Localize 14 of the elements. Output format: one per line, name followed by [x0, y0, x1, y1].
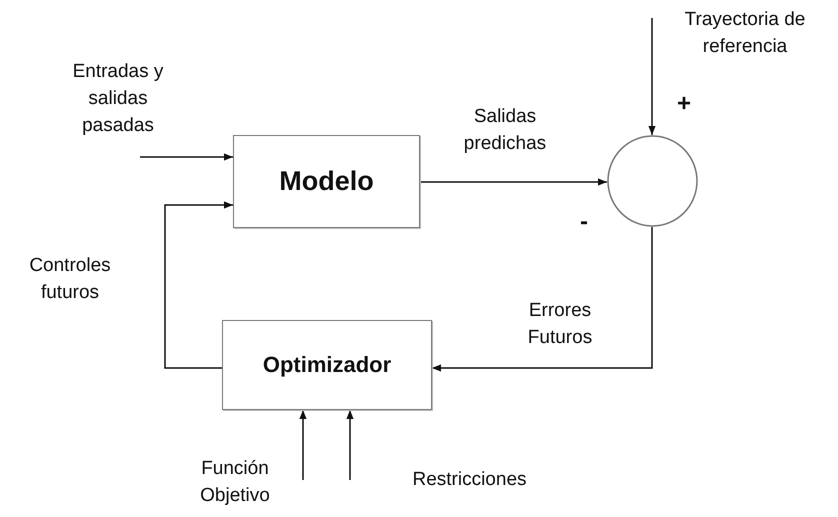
process-box — [233, 135, 420, 228]
arrow — [432, 227, 653, 372]
arrow — [164, 201, 233, 369]
box-title: Optimizador — [262, 352, 392, 378]
arrow — [299, 410, 307, 480]
sign-label: + — [677, 92, 692, 116]
arrow — [346, 410, 354, 480]
process-box — [222, 320, 432, 410]
summing-junction-circle — [607, 135, 698, 227]
sign-label: - — [580, 210, 588, 234]
arrow — [420, 178, 607, 186]
arrow — [648, 18, 656, 135]
box-title: Modelo — [279, 166, 374, 197]
arrow — [140, 153, 233, 161]
